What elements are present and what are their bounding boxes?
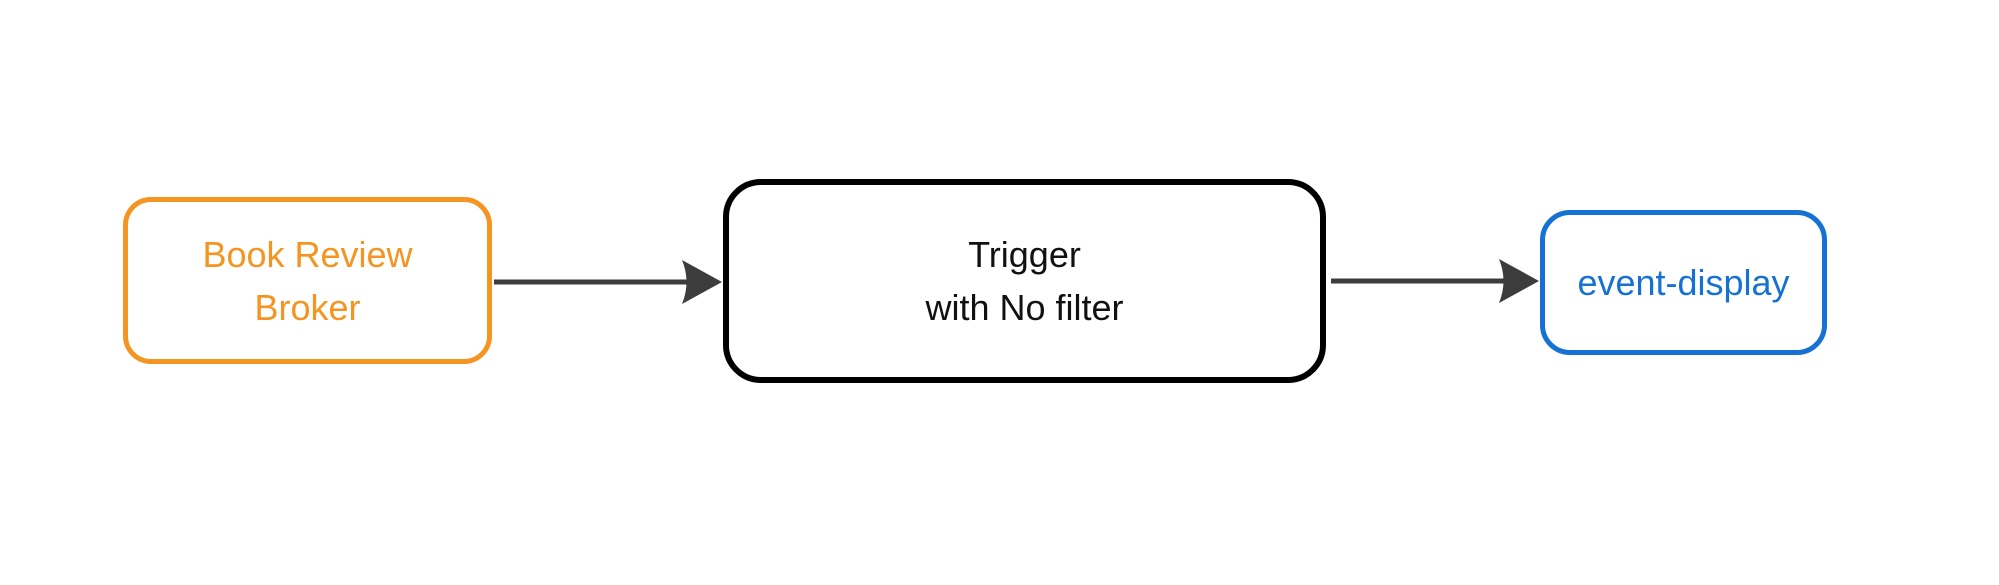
node-label-line: event-display (1577, 262, 1790, 303)
node-label-line: Trigger (968, 234, 1081, 275)
node-book-review-broker: Book Review Broker (123, 197, 492, 364)
arrowhead-icon (682, 260, 722, 304)
edge-broker-to-trigger (494, 260, 722, 304)
edge-trigger-to-event-display (1331, 259, 1539, 303)
node-label-line: Broker (254, 286, 361, 328)
node-label-line: Book Review (202, 233, 413, 275)
node-trigger-with-no-filter: Trigger with No filter (723, 179, 1326, 383)
node-label-line: with No filter (925, 287, 1124, 328)
node-event-display: event-display (1540, 210, 1827, 355)
arrowhead-icon (1499, 259, 1539, 303)
